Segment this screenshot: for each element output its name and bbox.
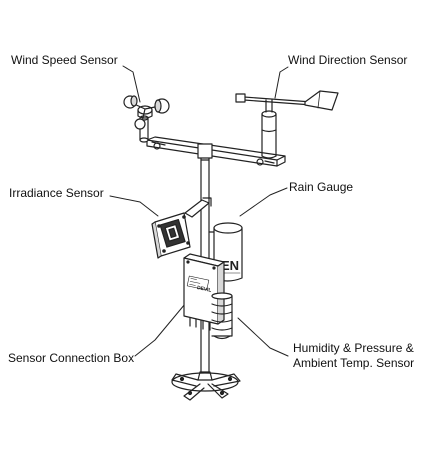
label-humidity-line-2: Ambient Temp. Sensor	[293, 356, 415, 370]
label-irradiance-sensor: Irradiance Sensor	[9, 186, 104, 200]
leader-humidity	[237, 317, 289, 357]
leader-wind-speed	[122, 65, 141, 103]
label-rain-gauge: Rain Gauge	[289, 180, 354, 194]
tripod-base	[171, 371, 241, 401]
wind-speed-sensor	[123, 95, 170, 143]
label-humidity-line-1: Humidity & Pressure &	[293, 341, 414, 355]
leader-sensor-box	[134, 297, 191, 357]
irradiance-sensor	[151, 197, 212, 259]
leader-wind-direction	[274, 66, 289, 99]
humidity-shield	[211, 292, 233, 340]
rain-gauge: EN	[208, 222, 243, 282]
sensor-connection-box: DEVIL	[183, 253, 225, 331]
leader-rain-gauge	[239, 187, 288, 217]
wind-direction-sensor	[235, 90, 339, 159]
label-sensor-connection-box: Sensor Connection Box	[8, 351, 135, 365]
box-logo: DEVIL	[196, 285, 212, 294]
rain-gauge-logo: EN	[221, 258, 239, 273]
leader-lines	[109, 65, 289, 357]
label-wind-direction-sensor: Wind Direction Sensor	[288, 53, 408, 67]
crossarm	[146, 136, 286, 167]
label-wind-speed-sensor: Wind Speed Sensor	[11, 53, 118, 67]
leader-irradiance	[109, 195, 159, 217]
